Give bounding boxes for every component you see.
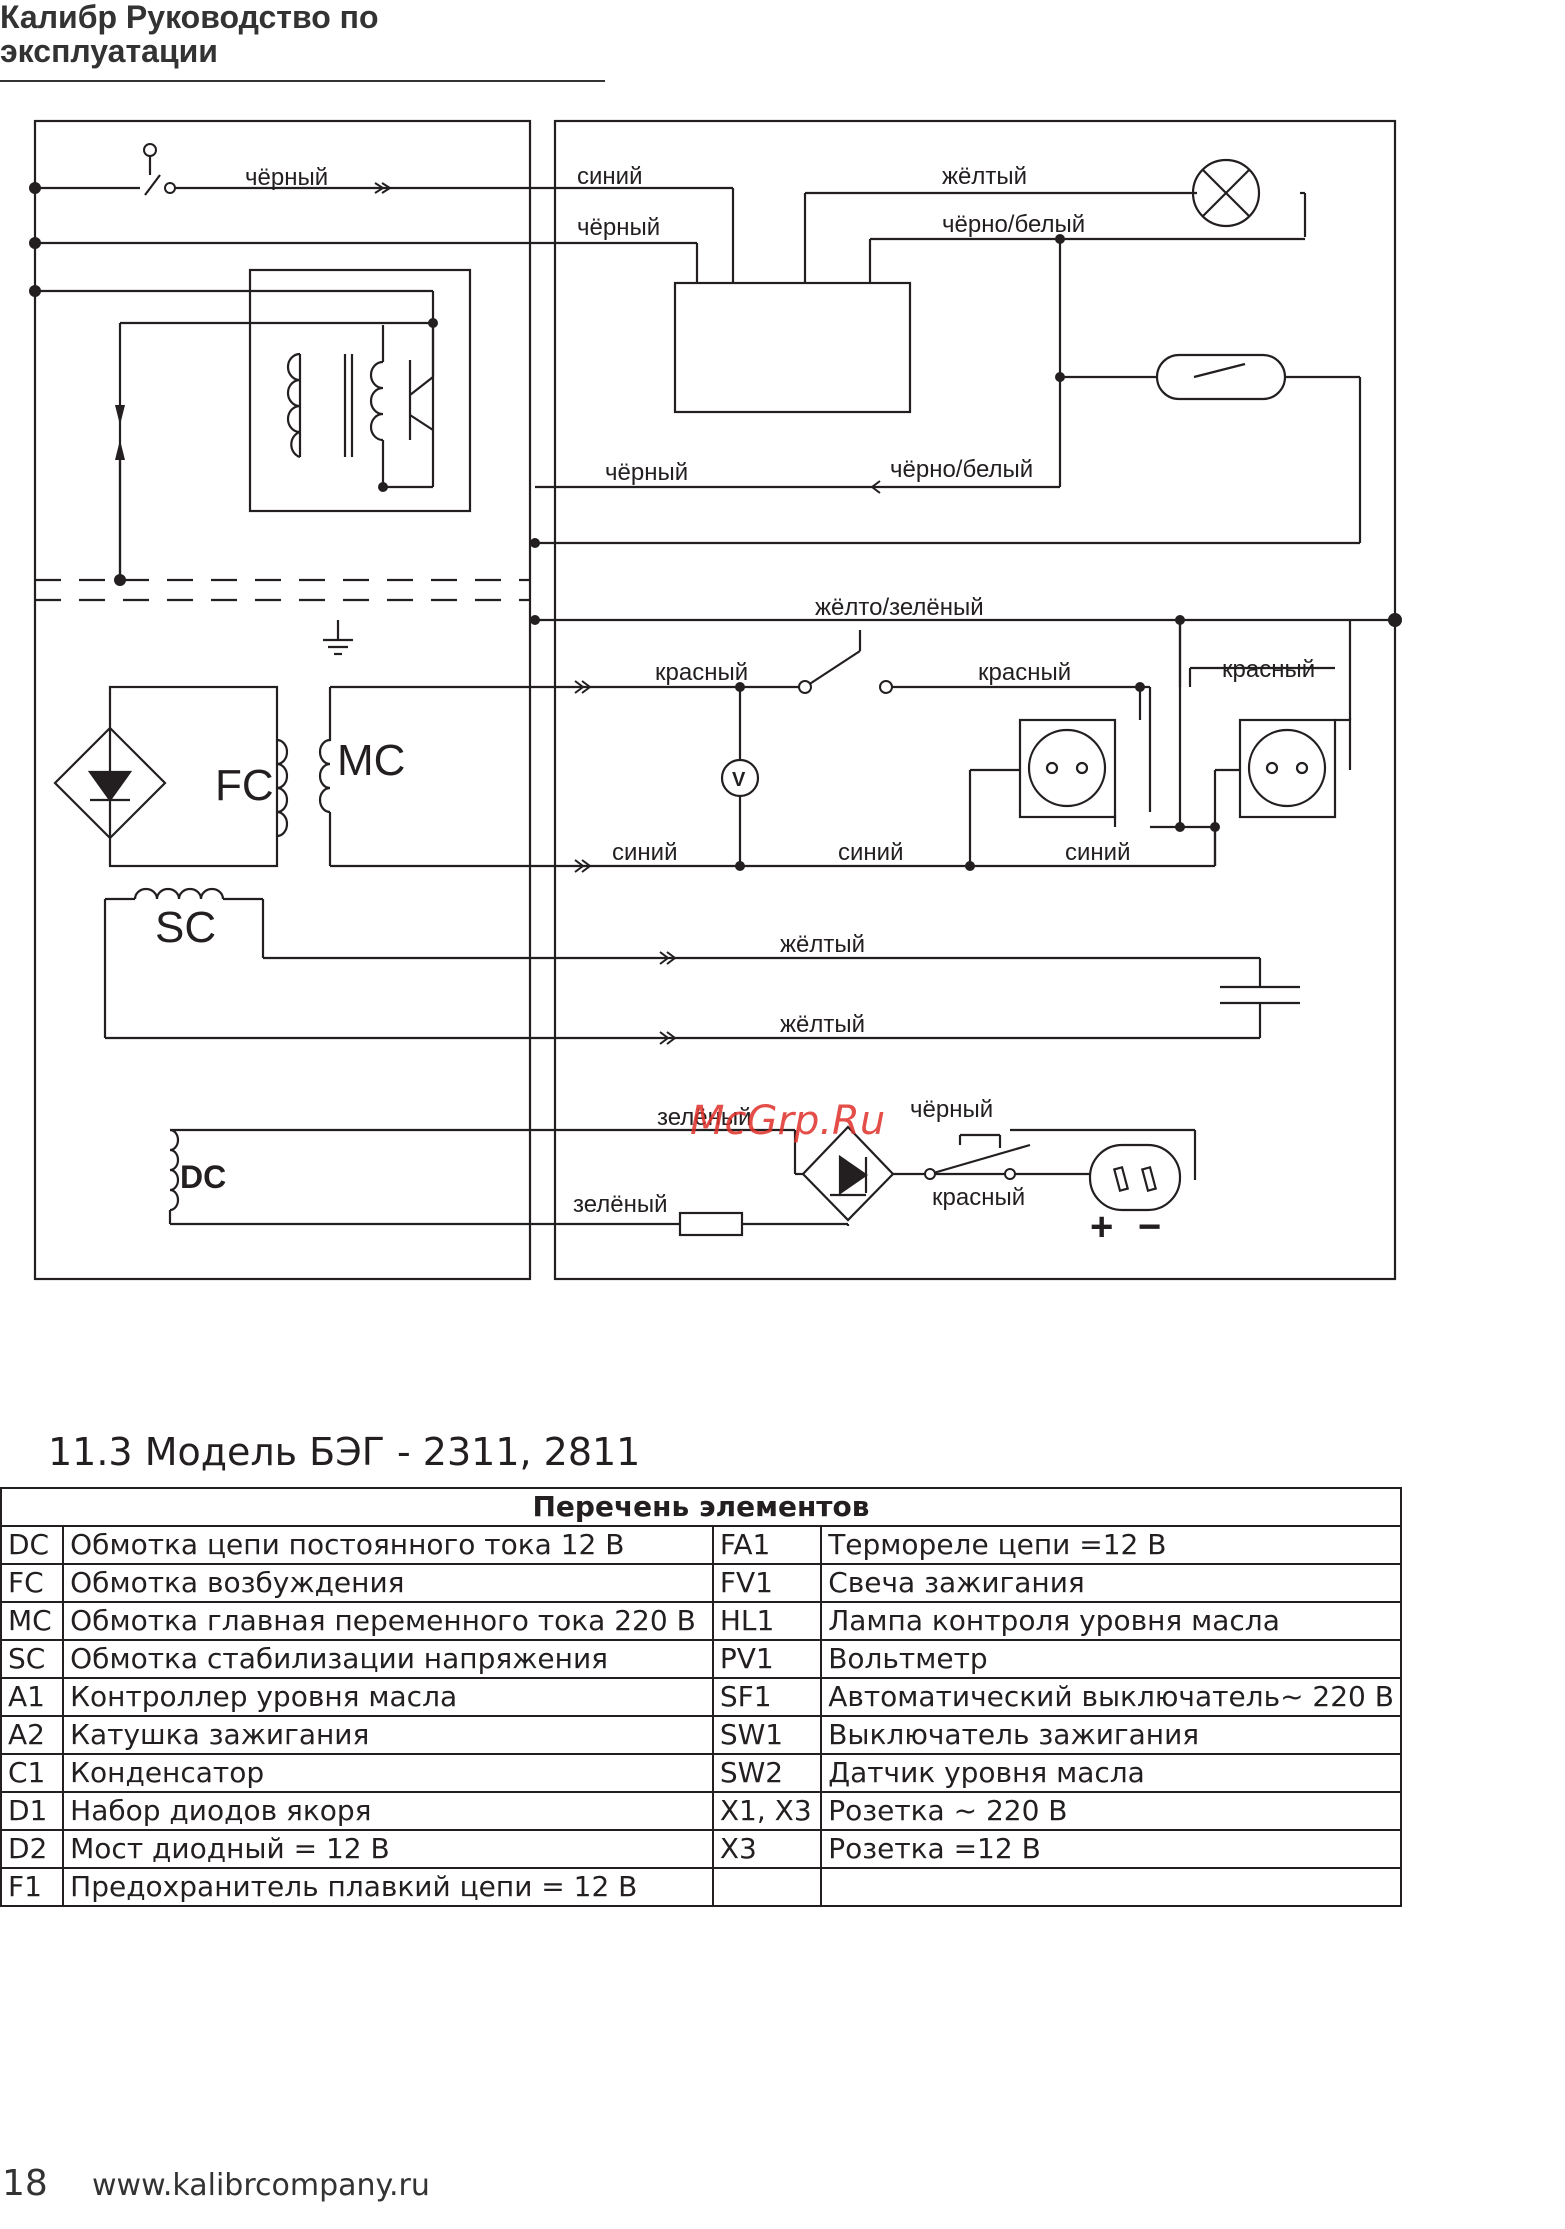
wire-label: чёрный [910, 1096, 993, 1123]
wire-label: синий [1065, 839, 1130, 866]
wire-label: синий [612, 839, 677, 866]
page-number: 18 [2, 2163, 48, 2204]
table-cell: Вольтметр [820, 1639, 1402, 1679]
wire-label: чёрно/белый [890, 456, 1033, 483]
wire-label: жёлто/зелёный [815, 594, 984, 621]
wire-label: красный [655, 659, 748, 686]
oil-lamp-symbol [1191, 158, 1261, 228]
table-cell: PV1 [711, 1639, 823, 1679]
table-cell: Мост диодный = 12 В [62, 1829, 714, 1869]
table-cell: MC [0, 1601, 65, 1641]
table-header: Перечень элементов [0, 1487, 1402, 1527]
wire-label: красный [978, 659, 1071, 686]
table-cell: A2 [0, 1715, 65, 1755]
table-cell: FC [0, 1563, 65, 1603]
stator-frame [33, 119, 532, 1281]
table-cell: Лампа контроля уровня масла [820, 1601, 1402, 1641]
table-cell: Обмотка стабилизации напряжения [62, 1639, 714, 1679]
table-cell: Свеча зажигания [820, 1563, 1402, 1603]
dc-diode-bridge-symbol [801, 1125, 895, 1222]
wire-label: чёрный [245, 164, 328, 191]
table-cell: FA1 [711, 1525, 823, 1565]
oil-level-controller-box [673, 281, 912, 414]
table-cell: D1 [0, 1791, 65, 1831]
table-cell: SW1 [711, 1715, 823, 1755]
table-cell [820, 1867, 1402, 1907]
wire-label: зелёный [573, 1191, 668, 1218]
voltmeter-label: V [732, 769, 746, 791]
fuse-symbol [678, 1211, 744, 1237]
fc-label: FC [215, 761, 274, 810]
table-cell: Розетка =12 В [820, 1829, 1402, 1869]
oil-sensor-symbol [1155, 353, 1287, 401]
wire-label: чёрно/белый [942, 211, 1085, 238]
mc-label: MC [337, 736, 405, 785]
table-cell: Обмотка главная переменного тока 220 В [62, 1601, 714, 1641]
table-cell: Датчик уровня масла [820, 1753, 1402, 1793]
wire-label: зелёный [657, 1104, 752, 1131]
wire-label: красный [932, 1184, 1025, 1211]
dc-label: DC [180, 1159, 226, 1195]
socket-1-symbol [1018, 718, 1117, 819]
table-cell: Предохранитель плавкий цепи = 12 В [62, 1867, 714, 1907]
table-cell: F1 [0, 1867, 65, 1907]
table-cell: Обмотка возбуждения [62, 1563, 714, 1603]
table-cell: Розетка ~ 220 В [820, 1791, 1402, 1831]
table-cell: SC [0, 1639, 65, 1679]
wiring-diagram: чёрный синий чёрный жёлтый чёрно/белый ч… [29, 119, 1402, 1281]
ignition-coil-box [248, 268, 472, 513]
wire-label: чёрный [577, 214, 660, 241]
table-cell [711, 1867, 823, 1907]
sc-label: SC [155, 903, 216, 952]
minus-label: − [1138, 1205, 1161, 1249]
wire-label: красный [1222, 656, 1315, 683]
table-cell: Термореле цепи =12 В [820, 1525, 1402, 1565]
socket-2-symbol [1238, 718, 1337, 819]
footer-url[interactable]: www.kalibrcompany.ru [92, 2168, 430, 2203]
wire-label: синий [577, 163, 642, 190]
wire-label: синий [838, 839, 903, 866]
table-cell: Автоматический выключатель~ 220 В [820, 1677, 1402, 1717]
table-cell: Катушка зажигания [62, 1715, 714, 1755]
table-cell: X1, X3 [711, 1791, 823, 1831]
wire-label: жёлтый [780, 931, 865, 958]
table-cell: Конденсатор [62, 1753, 714, 1793]
table-cell: X3 [711, 1829, 823, 1869]
voltmeter-symbol [720, 758, 760, 798]
table-cell: A1 [0, 1677, 65, 1717]
plus-label: + [1090, 1205, 1113, 1249]
table-cell: C1 [0, 1753, 65, 1793]
document-header-title: Калибр Руководство по эксплуатации [0, 0, 605, 82]
table-cell: HL1 [711, 1601, 823, 1641]
panel-frame [553, 119, 1397, 1281]
table-cell: SW2 [711, 1753, 823, 1793]
table-cell: Набор диодов якоря [62, 1791, 714, 1831]
table-cell: FV1 [711, 1563, 823, 1603]
wire-label: жёлтый [780, 1011, 865, 1038]
watermark: McGrp.Ru [690, 1098, 886, 1144]
table-cell: DC [0, 1525, 65, 1565]
table-cell: Обмотка цепи постоянного тока 12 В [62, 1525, 714, 1565]
wire-label: чёрный [605, 459, 688, 486]
diode-bridge-symbol [53, 726, 167, 840]
table-cell: Контроллер уровня масла [62, 1677, 714, 1717]
table-cell: Выключатель зажигания [820, 1715, 1402, 1755]
wire-label: жёлтый [942, 163, 1027, 190]
table-cell: D2 [0, 1829, 65, 1869]
section-title: 11.3 Модель БЭГ - 2311, 2811 [48, 1430, 641, 1474]
dc-socket-symbol [1088, 1143, 1182, 1212]
table-cell: SF1 [711, 1677, 823, 1717]
